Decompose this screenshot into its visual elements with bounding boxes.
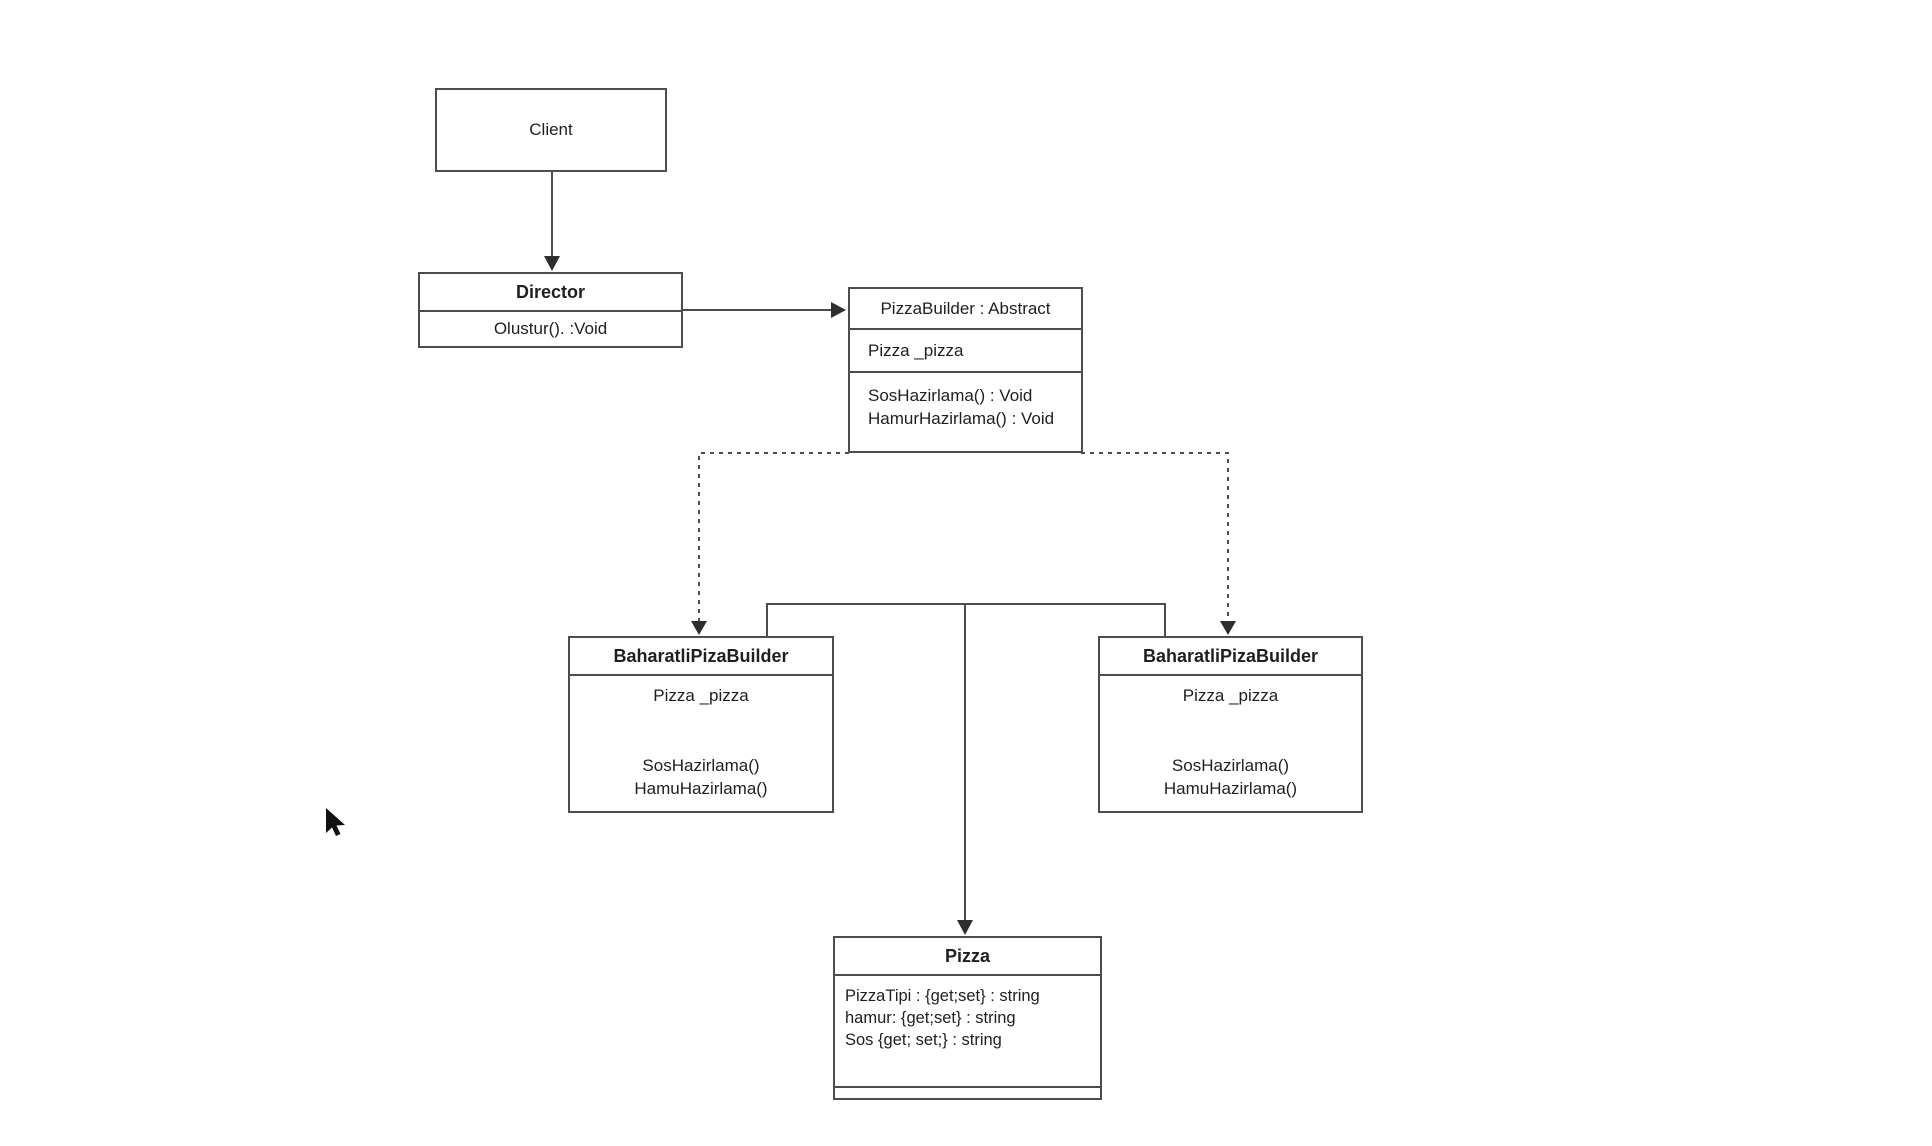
class-title: Pizza	[835, 938, 1100, 976]
class-title: Client	[529, 120, 573, 139]
class-method: HamuHazirlama()	[1163, 779, 1298, 798]
arrowhead-down-icon	[1220, 621, 1236, 635]
arrowhead-down-icon	[691, 621, 707, 635]
class-attribute: PizzaTipi : {get;set} : string	[845, 987, 1040, 1005]
connector-client-director[interactable]	[544, 172, 560, 271]
class-title: PizzaBuilder : Abstract	[850, 289, 1081, 330]
connector-pizzabuilder-right-builder-dashed[interactable]	[1081, 452, 1236, 635]
class-method: Olustur(). :Void	[493, 319, 608, 338]
class-title: BaharatliPizaBuilder	[570, 638, 832, 676]
class-method: HamuHazirlama()	[634, 779, 768, 798]
class-box-client[interactable]: Client	[435, 88, 667, 172]
class-attribute: Pizza _pizza	[653, 686, 749, 705]
class-attribute: Sos {get; set;} : string	[845, 1031, 1002, 1049]
arrowhead-down-icon	[957, 920, 973, 935]
arrowhead-right-icon	[831, 302, 846, 318]
arrowhead-down-icon	[544, 256, 560, 271]
class-attribute: Pizza _pizza	[1182, 686, 1279, 705]
class-title: Director	[420, 274, 681, 312]
connector-director-pizzabuilder[interactable]	[683, 302, 846, 318]
class-method: HamurHazirlama() : Void	[868, 409, 1055, 428]
mouse-cursor-icon	[325, 806, 348, 838]
class-box-director[interactable]: Director Olustur(). :Void	[418, 272, 683, 348]
empty-methods-compartment	[835, 1088, 1100, 1094]
class-title: BaharatliPizaBuilder	[1100, 638, 1361, 676]
connector-dashed-line[interactable]	[1081, 452, 1229, 624]
class-method: SosHazirlama()	[642, 756, 760, 775]
class-box-baharatli-right[interactable]: BaharatliPizaBuilder Pizza _pizza SosHaz…	[1098, 636, 1363, 813]
class-method: SosHazirlama()	[1171, 756, 1290, 775]
class-method: SosHazirlama() : Void	[868, 386, 1033, 405]
class-attribute: hamur: {get;set} : string	[845, 1009, 1016, 1027]
connector-bus-pizza[interactable]	[957, 604, 973, 935]
class-attribute: Pizza _pizza	[850, 330, 1081, 373]
class-box-baharatli-left[interactable]: BaharatliPizaBuilder Pizza _pizza SosHaz…	[568, 636, 834, 813]
class-box-pizza[interactable]: Pizza PizzaTipi : {get;set} : string ham…	[833, 936, 1102, 1100]
class-box-pizzabuilder-abstract[interactable]: PizzaBuilder : Abstract Pizza _pizza Sos…	[848, 287, 1083, 453]
connector-dashed-line[interactable]	[698, 452, 849, 624]
connector-pizzabuilder-left-builder-dashed[interactable]	[691, 452, 849, 635]
